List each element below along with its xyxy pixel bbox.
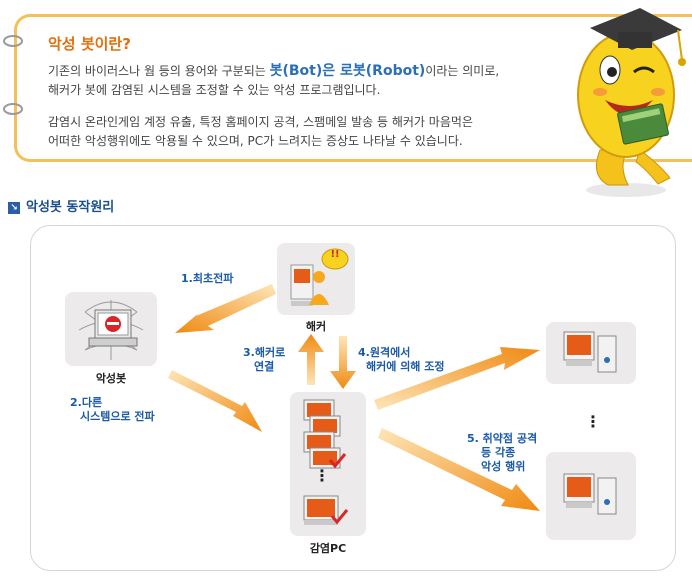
intro-title: 악성 봇이란?: [48, 35, 131, 53]
alert-badge: !!: [330, 249, 340, 260]
intro-line-1: 기존의 바이러스나 웜 등의 용어와 구분되는 봇(Bot)은 로봇(Robot…: [48, 62, 499, 81]
label-hacker: 해커: [305, 320, 327, 333]
step-3-label-line2: 연결: [254, 360, 275, 373]
node-infected-pc: ⋮: [290, 392, 366, 536]
step-4-label-line2: 해커에 의해 조정: [366, 360, 445, 373]
step-5-label-line3: 악성 행위: [481, 460, 526, 473]
intro-line-1-pre: 기존의 바이러스나 웜 등의 용어와 구분되는: [48, 64, 270, 78]
step-2-label-line2: 시스템으로 전파: [80, 410, 155, 423]
hacker-icon: [290, 248, 349, 306]
target-pc-icon: [563, 473, 617, 515]
target-pc-icon: [563, 331, 617, 373]
node-malbot: [65, 292, 157, 366]
infected-pc-stack-icon: [303, 399, 349, 525]
step-4-label-line1: 4.원격에서: [358, 346, 411, 359]
node-hacker: !!: [277, 243, 355, 315]
intro-line-2: 해커가 봇에 감염된 시스템을 조정할 수 있는 악성 프로그램입니다.: [48, 83, 381, 97]
step-3-label-line1: 3.해커로: [243, 346, 286, 359]
step-2-label-line1: 2.다른: [70, 396, 103, 409]
intro-line-4: 어떠한 악성행위에도 악용될 수 있으며, PC가 느려지는 증상도 나타날 수…: [48, 134, 463, 148]
mascot-graduate-icon: [577, 8, 686, 197]
node-target-pc-top: [546, 322, 636, 384]
step-5-label-line2: 등 각종: [481, 446, 516, 459]
step-5-label-line1: 5. 취약점 공격: [467, 432, 538, 445]
section-title-text: 악성봇 동작원리: [26, 200, 115, 215]
arrow-box-icon: ↘: [8, 201, 20, 214]
more-targets-dots: ⋮: [585, 412, 601, 431]
intro-highlight: 봇(Bot)은 로봇(Robot): [269, 63, 426, 79]
label-malbot: 악성봇: [95, 372, 127, 385]
step-1-label: 1.최초전파: [181, 272, 234, 285]
binder-ring-icon: [3, 35, 23, 47]
label-infected-pc: 감염PC: [309, 542, 347, 555]
intro-line-1-post: 이라는 의미로,: [425, 64, 500, 78]
bug-web-icon: [78, 300, 144, 360]
binder-ring-icon: [3, 103, 23, 115]
node-target-pc-bottom: [546, 452, 636, 540]
more-pcs-dots: ⋮: [314, 466, 330, 485]
intro-line-3: 감염시 온라인게임 계정 유출, 특정 홈페이지 공격, 스팸메일 발송 등 해…: [48, 115, 473, 129]
section-title: ↘ 악성봇 동작원리: [8, 196, 114, 215]
